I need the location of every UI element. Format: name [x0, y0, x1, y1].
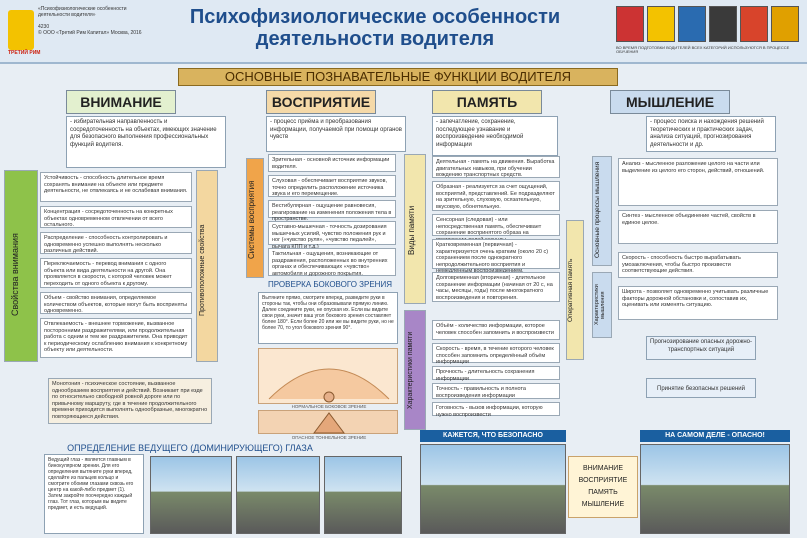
- memory-char: Объём - количество информации, которое ч…: [432, 320, 560, 340]
- side-vision-diagram: [258, 348, 398, 404]
- side-vision-text: Вытяните прямо, смотрите вперед, разведи…: [258, 292, 398, 344]
- normal-vision-label: НОРМАЛЬНОЕ БОКОВОЕ ЗРЕНИЕ: [291, 404, 367, 409]
- perception-item: Суставно-мышечная - точность дозирования…: [268, 221, 396, 250]
- attention-item: Концентрация - сосредоточенность на конк…: [40, 206, 192, 228]
- memory-char-bar: [404, 310, 426, 430]
- danger-caption: НА САМОМ ДЕЛЕ - ОПАСНО!: [640, 430, 790, 442]
- thinking-side-label: Основные процессы мышления: [594, 161, 601, 259]
- perception-item: Вестибулярная - ощущение равновесия, реа…: [268, 200, 396, 222]
- attention-opposite-bar: [196, 170, 218, 362]
- memory-heading: ПАМЯТЬ: [432, 90, 542, 114]
- forecast-box: Прогнозирование опасных дорожно-транспор…: [646, 336, 756, 360]
- cognitive-functions-box: ВНИМАНИЕ ВОСПРИЯТИЕ ПАМЯТЬ МЫШЛЕНИЕ: [568, 456, 638, 518]
- memory-side-label: Виды памяти: [407, 205, 416, 255]
- logo-product-name: «Психофизиологические особенности деятел…: [38, 6, 127, 18]
- book-cover: [740, 6, 768, 42]
- book-cover: [616, 6, 644, 42]
- perception-description: - процесс приёма и преобразования информ…: [266, 116, 406, 152]
- attention-item: Переключаемость - перевод внимания с одн…: [40, 258, 192, 288]
- center-word: ВНИМАНИЕ: [582, 465, 623, 472]
- attention-heading: ВНИМАНИЕ: [66, 90, 176, 114]
- logo-copyright: © ООО «Третий Рим Капитал» Москва, 2016: [38, 30, 142, 36]
- safe-caption: КАЖЕТСЯ, ЧТО БЕЗОПАСНО: [420, 430, 566, 442]
- attention-item: Отвлекаемость - внешнее торможение, вызв…: [40, 318, 192, 358]
- memory-char: Готовность - вызов информации, которую н…: [432, 402, 560, 418]
- operative-memory-label: Оперативная память: [567, 258, 574, 322]
- dominant-eye-photo: [150, 456, 232, 534]
- thinking-char-bar: [592, 272, 612, 338]
- attention-item: Распределение - способность контролирова…: [40, 232, 192, 254]
- perception-heading: ВОСПРИЯТИЕ: [266, 90, 376, 114]
- publisher-badge-text: ТРЕТИЙ РИМ: [8, 50, 41, 56]
- tunnel-vision-svg: [313, 412, 345, 434]
- thinking-description: - процесс поиска и нахождения решений те…: [646, 116, 776, 152]
- memory-item: Сенсорная (следовая) - или непосредствен…: [432, 214, 560, 243]
- side-vision-svg: [268, 368, 390, 403]
- book-cover: [647, 6, 675, 42]
- perception-item: Зрительная - основной источник информаци…: [268, 154, 396, 172]
- memory-item: Образная - реализуется за счет ощущений,…: [432, 181, 560, 211]
- monotony-note: Монотония - психическое состояние, вызва…: [48, 378, 212, 424]
- memory-description: - запечатление, сохранение, последующее …: [432, 116, 558, 156]
- thinking-side-bar: [592, 156, 612, 266]
- dominant-eye-photo: [324, 456, 402, 534]
- side-vision-title: ПРОВЕРКА БОКОВОГО ЗРЕНИЯ: [268, 280, 392, 289]
- thinking-item: Скорость - способность быстро вырабатыва…: [618, 252, 778, 278]
- book-covers: ВО ВРЕМЯ ПОДГОТОВКИ ВОДИТЕЛЕЙ ВСЕХ КАТЕГ…: [616, 6, 801, 56]
- operative-memory-bar: [566, 220, 584, 360]
- tunnel-vision-label: ОПАСНОЕ ТОННЕЛЬНОЕ ЗРЕНИЕ: [291, 435, 367, 440]
- center-word: ВОСПРИЯТИЕ: [578, 477, 628, 484]
- publisher-logo: ТРЕТИЙ РИМ «Психофизиологические особенн…: [8, 6, 148, 58]
- danger-road-photo: [640, 444, 790, 534]
- dominant-eye-text: Ведущий глаз - является главным в биноку…: [44, 454, 144, 534]
- attention-description: - избирательная направленность и сосредо…: [66, 116, 226, 168]
- thinking-item: Синтез - мысленное объединение частей, с…: [618, 210, 778, 244]
- memory-char-label: Характеристики памяти: [407, 331, 414, 409]
- safe-road-photo: [420, 444, 566, 534]
- memory-item: Кратковременная (первичная) - характериз…: [432, 239, 560, 274]
- dominant-eye-title: ОПРЕДЕЛЕНИЕ ВЕДУЩЕГО (ДОМИНИРУЮЩЕГО) ГЛА…: [67, 443, 313, 453]
- attention-item: Объем - свойство внимания, определяемое …: [40, 292, 192, 314]
- perception-side-bar: [246, 158, 264, 278]
- book-cover: [678, 6, 706, 42]
- publisher-badge: [8, 10, 34, 50]
- attention-opposite-label: Противоположные свойства: [199, 224, 206, 316]
- section-banner: ОСНОВНЫЕ ПОЗНАВАТЕЛЬНЫЕ ФУНКЦИИ ВОДИТЕЛЯ: [178, 68, 618, 86]
- memory-item: Деятельная - память на движения. Выработ…: [432, 156, 560, 178]
- logo-text: «Психофизиологические особенности деятел…: [38, 6, 148, 36]
- decision-box: Принятие безопасных решений: [646, 378, 756, 398]
- center-word: ПАМЯТЬ: [588, 489, 618, 496]
- memory-item: Долговременная (вторичная) - длительное …: [432, 272, 560, 302]
- thinking-heading: МЫШЛЕНИЕ: [610, 90, 730, 114]
- memory-char: Прочность - длительность сохранения инфо…: [432, 366, 560, 382]
- center-word: МЫШЛЕНИЕ: [581, 501, 625, 508]
- book-cover: [771, 6, 799, 42]
- memory-side-bar: [404, 154, 426, 304]
- thinking-item: Широта - позволяет одновременно учитыват…: [618, 286, 778, 320]
- logo-code: 4230: [38, 24, 50, 30]
- book-cover: [709, 6, 737, 42]
- memory-char: Точность - правильность и полнота воспро…: [432, 383, 560, 399]
- perception-item: Слуховая - обеспечивает восприятие звуко…: [268, 175, 396, 197]
- page-title: Психофизиологические особенности деятель…: [189, 6, 561, 50]
- attention-side-bar: [4, 170, 38, 362]
- books-note: ВО ВРЕМЯ ПОДГОТОВКИ ВОДИТЕЛЕЙ ВСЕХ КАТЕГ…: [616, 45, 790, 55]
- perception-side-label: Системы восприятия: [247, 180, 256, 260]
- dominant-eye-photo: [236, 456, 320, 534]
- thinking-item: Анализ - мысленное разложение целого на …: [618, 158, 778, 206]
- memory-char: Скорость - время, в течение которого чел…: [432, 343, 560, 365]
- tunnel-vision-diagram: [258, 410, 398, 434]
- thinking-char-label: Характеристики мышления: [594, 284, 606, 326]
- perception-item: Тактильная - ощущения, возникающие от ра…: [268, 248, 396, 277]
- attention-side-label: Свойства внимания: [10, 233, 20, 317]
- attention-item: Устойчивость - способность длительное вр…: [40, 172, 192, 202]
